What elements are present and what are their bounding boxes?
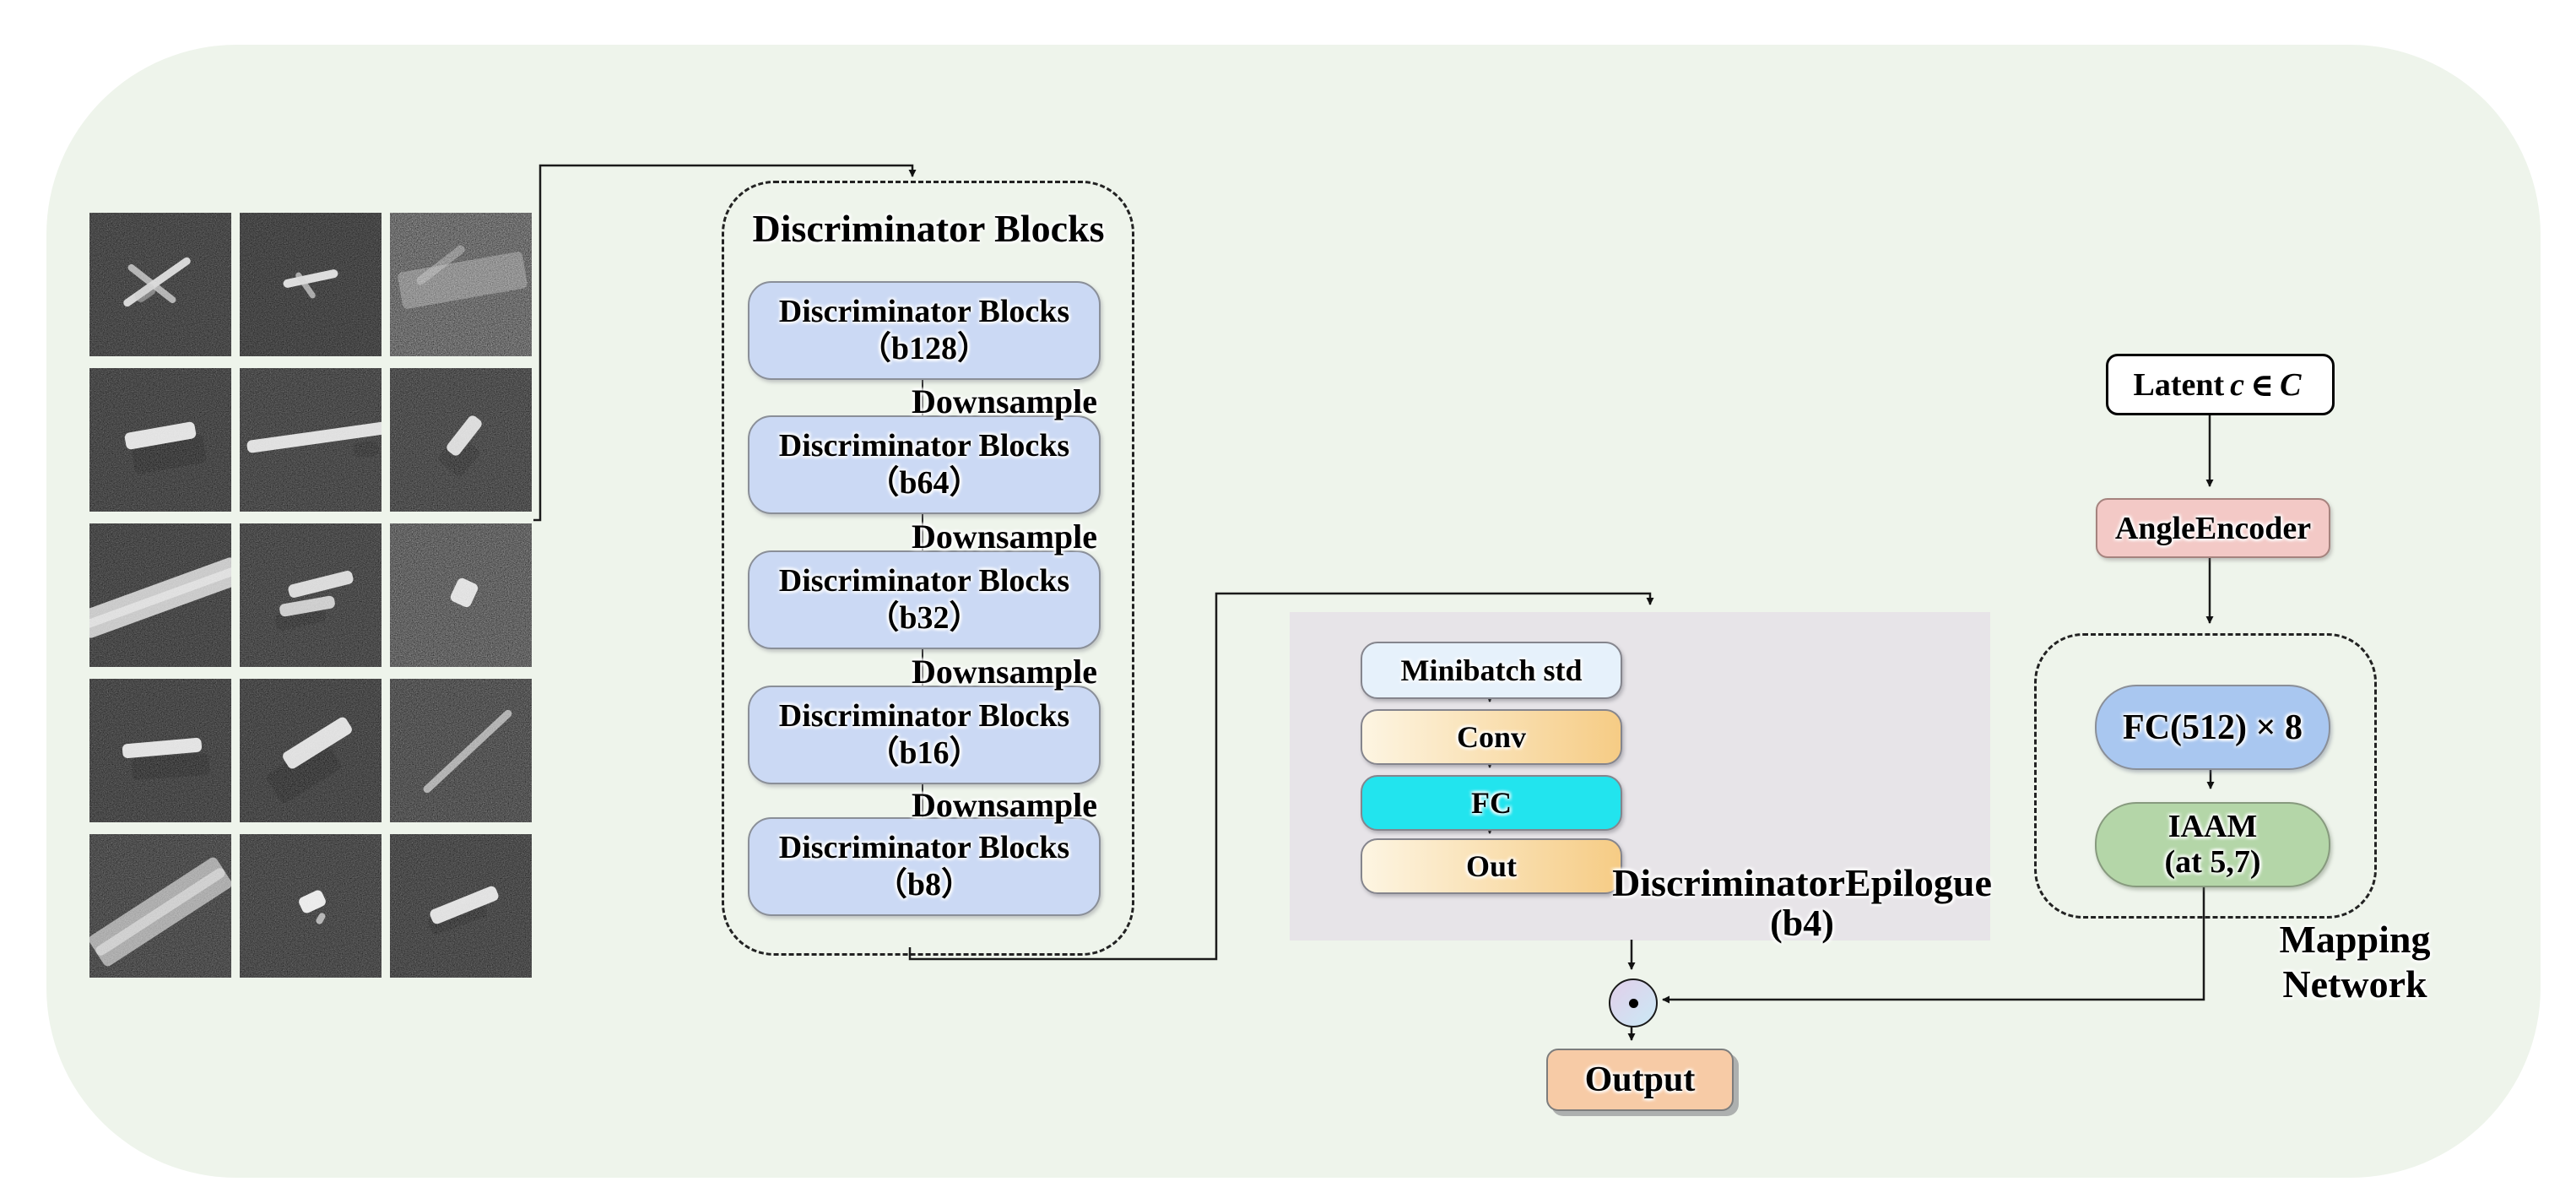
sar-image-cell [390,679,532,822]
sar-image [240,523,382,667]
output-box: Output [1546,1049,1734,1111]
sar-image [240,368,382,512]
sar-image-cell [89,834,231,978]
sar-image-cell [89,523,231,667]
discriminator-block: Discriminator Blocks（b64） [748,415,1101,514]
sar-image-cell [89,368,231,512]
sar-image [89,213,231,356]
downsample-label: Downsample [912,382,1098,420]
downsample-label: Downsample [912,653,1098,691]
sar-image-cell [390,213,532,356]
downsample-label: Downsample [912,518,1098,556]
latent-label-pre: Latent [2133,366,2225,403]
discriminator-block-line2: （b64） [867,464,982,501]
epilogue-block-fc: FC [1361,775,1622,831]
angle-encoder-box: AngleEncoder [2096,498,2330,558]
discriminator-block-line1: Discriminator Blocks [778,697,1070,734]
elementwise-dot-node [1609,978,1658,1027]
discriminator-block: Discriminator Blocks（b32） [748,550,1101,649]
discriminator-block-line1: Discriminator Blocks [778,562,1070,599]
discriminator-block-line2: （b16） [867,735,982,771]
discriminator-block: Discriminator Blocks（b8） [748,817,1101,916]
downsample-label: Downsample [912,786,1098,824]
epilogue-label-line1: DiscriminatorEpilogue [1612,861,1992,904]
sar-image-cell [390,523,532,667]
sar-image-cell [240,213,382,356]
iaam-block: IAAM (at 5,7) [2095,802,2330,887]
sar-image-cell [89,679,231,822]
sar-image-cell [390,834,532,978]
discriminator-block: Discriminator Blocks（b128） [748,281,1101,380]
sar-image-grid [89,213,532,978]
sar-image [240,834,382,978]
discriminator-block-line2: （b8） [874,866,974,903]
sar-image-cell [240,523,382,667]
sar-image [390,834,532,978]
discriminator-block-line2: （b32） [867,599,982,636]
epilogue-block-conv: Conv [1361,709,1622,765]
latent-set: C [2280,366,2302,403]
sar-image-cell [240,679,382,822]
sar-image [390,213,532,356]
sar-image [240,679,382,822]
latent-var: c [2230,366,2245,403]
dot-operator-icon [1629,999,1638,1008]
discriminator-block: Discriminator Blocks（b16） [748,686,1101,784]
discriminator-block-line1: Discriminator Blocks [778,293,1070,329]
sar-image [240,213,382,356]
sar-image [89,834,231,978]
sar-image-cell [240,834,382,978]
latent-input-box: Latent c ∈ C [2106,354,2335,415]
discriminator-block-line2: （b128） [858,330,990,366]
element-of-symbol: ∈ [2250,367,2275,404]
mapping-network-container [2034,633,2377,919]
sar-image [390,368,532,512]
sar-image [89,523,231,667]
epilogue-block-minibatch-std: Minibatch std [1361,642,1622,699]
discriminator-blocks-title: Discriminator Blocks [752,207,1105,250]
mapping-network-label: Mapping Network [2279,918,2431,1006]
sar-image-cell [89,213,231,356]
sar-image [89,368,231,512]
sar-image [89,679,231,822]
fc512-block: FC(512) × 8 [2095,685,2330,770]
discriminator-block-line1: Discriminator Blocks [778,829,1070,865]
sar-image-cell [390,368,532,512]
iaam-line1: IAAM [2167,808,2258,844]
discriminator-block-line1: Discriminator Blocks [778,427,1070,463]
sar-image [390,679,532,822]
sar-image [390,523,532,667]
epilogue-block-out: Out [1361,838,1622,894]
iaam-line2: (at 5,7) [2164,843,2261,880]
epilogue-label-line2: (b4) [1770,902,1834,944]
discriminator-epilogue-label: DiscriminatorEpilogue (b4) [1604,861,2000,944]
sar-image-cell [240,368,382,512]
